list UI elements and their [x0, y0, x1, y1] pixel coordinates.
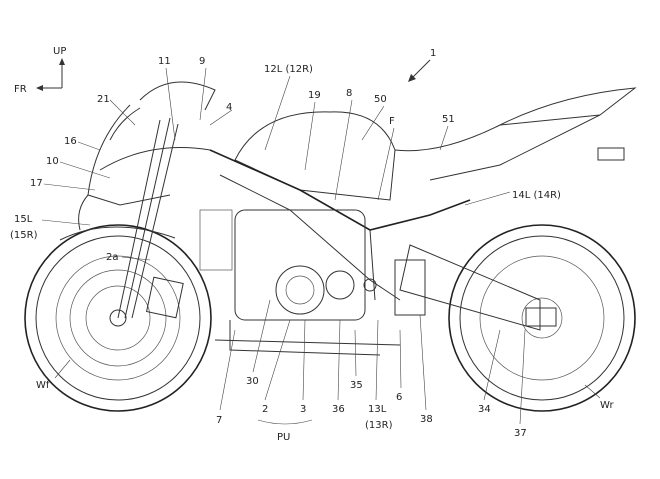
label-30: 30	[246, 376, 259, 387]
label-13R: (13R)	[365, 420, 393, 431]
front-fork	[117, 117, 184, 319]
label-Wf: Wf	[36, 380, 50, 391]
label-Wr: Wr	[600, 400, 614, 411]
label-1: 1	[430, 48, 436, 59]
label-14: 14L (14R)	[512, 190, 561, 201]
rear-wheel	[448, 224, 636, 412]
label-9: 9	[199, 56, 205, 67]
label-50: 50	[374, 94, 387, 105]
label-6: 6	[396, 392, 402, 403]
seat-tail	[394, 87, 637, 181]
label-11: 11	[158, 56, 171, 67]
label-10: 10	[46, 156, 59, 167]
label-21: 21	[97, 94, 110, 105]
label-12: 12L (12R)	[264, 64, 313, 75]
front-cowl	[78, 81, 216, 231]
fuel-tank	[234, 111, 396, 201]
label-36: 36	[332, 404, 345, 415]
label-38: 38	[420, 414, 433, 425]
label-F: F	[389, 116, 395, 127]
label-15L: 15L	[14, 214, 33, 225]
label-2: 2	[262, 404, 268, 415]
direction-indicator	[36, 58, 65, 91]
label-front: FR	[14, 84, 27, 95]
label-8: 8	[346, 88, 352, 99]
engine	[199, 209, 401, 356]
label-3: 3	[300, 404, 306, 415]
label-up: UP	[53, 46, 66, 57]
label-17: 17	[30, 178, 43, 189]
label-35: 35	[350, 380, 363, 391]
leader-1	[411, 59, 431, 79]
label-13L: 13L	[368, 404, 387, 415]
front-wheel	[24, 224, 212, 412]
label-37: 37	[514, 428, 527, 439]
label-4: 4	[226, 102, 232, 113]
label-PU: PU	[277, 432, 290, 443]
label-16: 16	[64, 136, 77, 147]
label-7: 7	[216, 415, 222, 426]
label-2a: 2a	[106, 252, 119, 263]
label-15R: (15R)	[10, 230, 38, 241]
leader-lines	[41, 67, 601, 425]
label-51: 51	[442, 114, 455, 125]
front-fender	[59, 226, 176, 241]
label-34: 34	[478, 404, 491, 415]
frame	[209, 149, 471, 301]
label-19: 19	[308, 90, 321, 101]
swingarm	[394, 244, 541, 331]
